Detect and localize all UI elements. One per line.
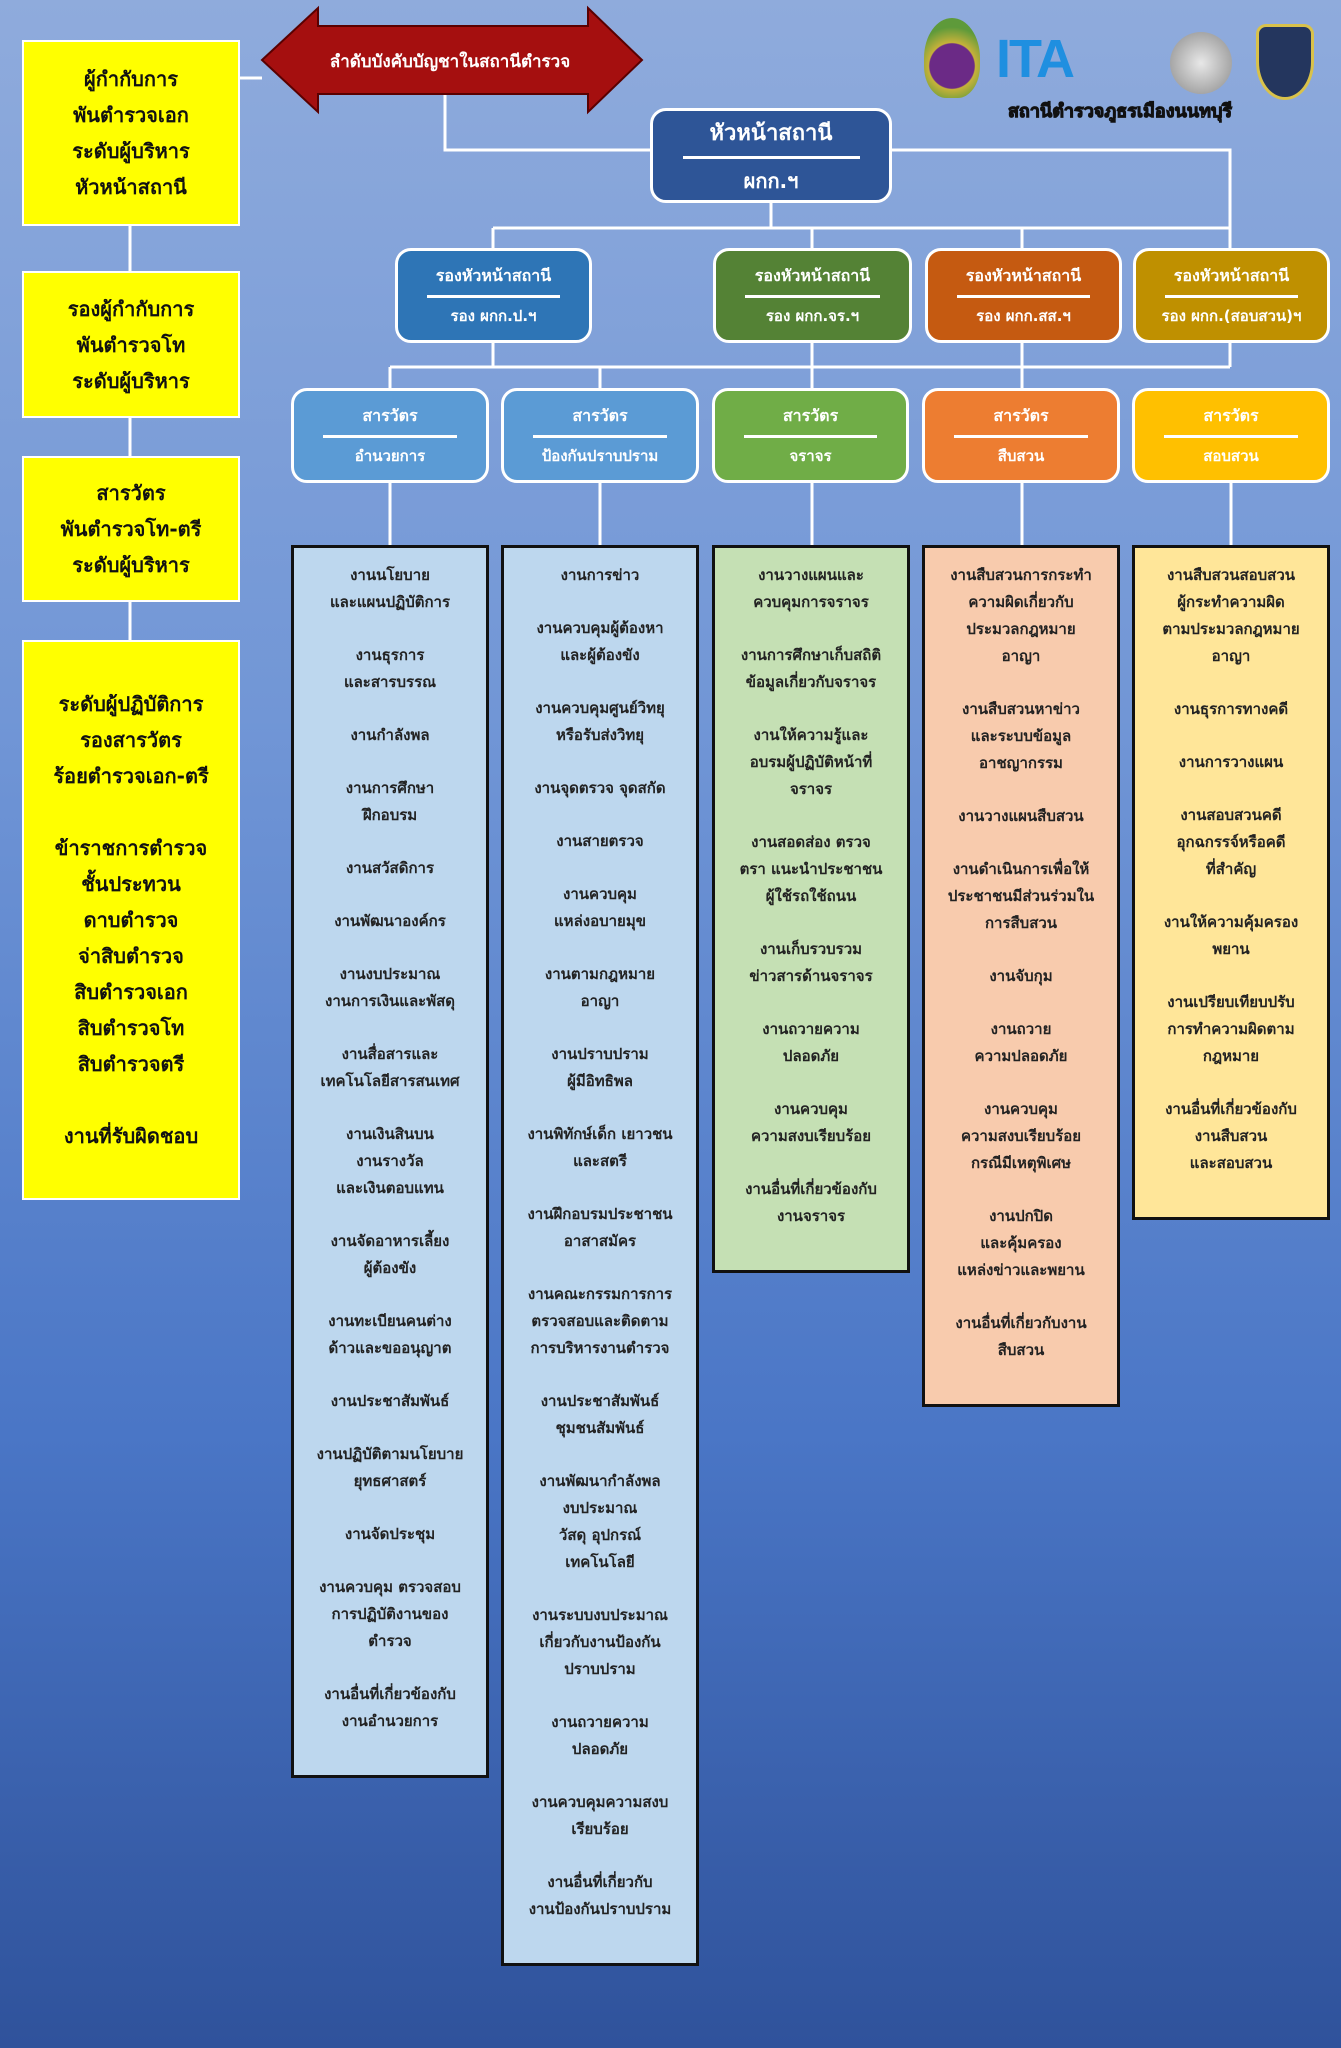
duty-item: งานประชาสัมพันธ์ ชุมชนสัมพันธ์ [540, 1392, 660, 1437]
duty-item: งานเงินสินบน งานรางวัล และเงินตอบแทน [336, 1125, 444, 1197]
duty-list-investigation: งานสืบสวนการกระทำ ความผิดเกี่ยวกับ ประมว… [922, 545, 1120, 1407]
station-name: สถานีตำรวจภูธรเมืองนนทบุรี [1007, 101, 1233, 123]
duty-item: งานสวัสดิการ [345, 859, 435, 877]
duty-item: งานสืบสวนสอบสวน ผู้กระทำความผิด ตามประมว… [1162, 566, 1300, 665]
duty-item: งานการข่าว [560, 566, 640, 584]
deputy-box-admin: รองหัวหน้าสถานีรอง ผกก.ป.ฯ [395, 248, 592, 343]
duty-item: งานเก็บรวบรวม ข่าวสารด้านจราจร [749, 940, 873, 985]
duty-item: งานถวายความ ปลอดภัย [762, 1020, 860, 1065]
rank-box-superintendent: ผู้กำกับการ พันตำรวจเอก ระดับผู้บริหาร ห… [22, 40, 240, 226]
duty-item: งานกำลังพล [350, 726, 430, 744]
duty-item: งานถวาย ความปลอดภัย [974, 1020, 1068, 1065]
duty-item: งานจัดประชุม [344, 1525, 436, 1543]
duty-item: งานธุรการ และสารบรรณ [343, 646, 437, 691]
police-emblem-logo [924, 18, 980, 98]
duty-item: งานควบคุมผู้ต้องหา และผู้ต้องขัง [536, 619, 664, 664]
duty-item: งานควบคุมศูนย์วิทยุ หรือรับส่งวิทยุ [535, 699, 665, 744]
duty-item: งานฝึกอบรมประชาชน อาสาสมัคร [527, 1205, 673, 1250]
duty-item: งานอื่นที่เกี่ยวข้องกับ งานสืบสวน และสอบ… [1165, 1100, 1297, 1172]
rank-box-operational: ระดับผู้ปฏิบัติการ รองสารวัตร ร้อยตำรวจเ… [22, 640, 240, 1200]
duty-list-traffic: งานวางแผนและ ควบคุมการจราจรงานการศึกษาเก… [712, 545, 910, 1273]
inspector-box-inquiry: สารวัตรสอบสวน [1132, 388, 1330, 483]
hierarchy-arrow [260, 5, 644, 115]
rank-box-inspector: สารวัตร พันตำรวจโท-ตรี ระดับผู้บริหาร [22, 456, 240, 602]
nonsee-police-badge [1256, 24, 1314, 100]
logos: ITA [920, 10, 1320, 100]
duty-item: งานควบคุม ความสงบเรียบร้อย กรณีมีเหตุพิเ… [960, 1100, 1082, 1172]
police-shield-logo [1170, 32, 1232, 94]
deputy-box-inquiry: รองหัวหน้าสถานีรอง ผกก.(สอบสวน)ฯ [1133, 248, 1330, 343]
duty-item: งานสื่อสารและ เทคโนโลยีสารสนเทศ [320, 1045, 460, 1090]
duty-item: งานงบประมาณ งานการเงินและพัสดุ [325, 965, 455, 1010]
duty-item: งานควบคุม ตรวจสอบ การปฏิบัติงานของ ตำรวจ [319, 1578, 461, 1650]
duty-item: งานคณะกรรมการการ ตรวจสอบและติดตาม การบริ… [527, 1285, 673, 1357]
duty-item: งานควบคุม แหล่งอบายมุข [554, 885, 646, 930]
duty-list-admin: งานนโยบาย และแผนปฏิบัติการงานธุรการ และส… [291, 545, 489, 1778]
hierarchy-arrow-label: ลำดับบังคับบัญชาในสถานีตำรวจ [329, 52, 571, 72]
duty-item: งานการวางแผน [1178, 753, 1284, 771]
duty-item: งานการศึกษา ฝึกอบรม [345, 779, 435, 824]
duty-item: งานประชาสัมพันธ์ [330, 1392, 450, 1410]
ita-logo: ITA [996, 29, 1075, 89]
duty-item: งานธุรการทางคดี [1173, 700, 1289, 718]
deputy-box-investigation: รองหัวหน้าสถานีรอง ผกก.สส.ฯ [925, 248, 1122, 343]
inspector-box-admin: สารวัตรอำนวยการ [291, 388, 489, 483]
duty-item: งานสืบสวนหาข่าว และระบบข้อมูล อาชญากรรม [962, 700, 1080, 772]
duty-list-prevention: งานการข่าวงานควบคุมผู้ต้องหา และผู้ต้องข… [501, 545, 699, 1966]
duty-item: งานควบคุม ความสงบเรียบร้อย [750, 1100, 872, 1145]
duty-item: งานควบคุมความสงบ เรียบร้อย [531, 1793, 669, 1838]
rank-box-deputy: รองผู้กำกับการ พันตำรวจโท ระดับผู้บริหาร [22, 271, 240, 418]
duty-item: งานเปรียบเทียบปรับ การทำความผิดตาม กฎหมา… [1167, 993, 1295, 1065]
duty-item: งานถวายความ ปลอดภัย [551, 1713, 649, 1758]
duty-item: งานระบบงบประมาณ เกี่ยวกับงานป้องกัน ปราบ… [532, 1606, 668, 1678]
duty-item: งานการศึกษาเก็บสถิติ ข้อมูลเกี่ยวกับจราจ… [740, 646, 882, 691]
duty-item: งานพัฒนาองค์กร [334, 912, 446, 930]
duty-item: งานสืบสวนการกระทำ ความผิดเกี่ยวกับ ประมว… [950, 566, 1092, 665]
inspector-box-prevention: สารวัตรป้องกันปราบปราม [501, 388, 699, 483]
duty-item: งานวางแผนสืบสวน [958, 807, 1084, 825]
inspector-box-investigation: สารวัตรสืบสวน [922, 388, 1120, 483]
duty-item: งานอื่นที่เกี่ยวกับงาน สืบสวน [955, 1314, 1087, 1359]
duty-item: งานจับกุม [989, 967, 1053, 985]
duty-item: งานนโยบาย และแผนปฏิบัติการ [329, 566, 451, 611]
duty-item: งานสายตรวจ [556, 832, 644, 850]
duty-item: งานดำเนินการเพื่อให้ ประชาชนมีส่วนร่วมใน… [947, 860, 1095, 932]
duty-item: งานอื่นที่เกี่ยวข้องกับ งานอำนวยการ [324, 1685, 456, 1730]
duty-item: งานปราบปราม ผู้มีอิทธิพล [551, 1045, 649, 1090]
duty-item: งานพัฒนากำลังพล งบประมาณ วัสดุ อุปกรณ์ เ… [539, 1472, 661, 1571]
inspector-box-traffic: สารวัตรจราจร [712, 388, 909, 483]
duty-item: งานอื่นที่เกี่ยวกับ งานป้องกันปราบปราม [528, 1873, 672, 1918]
duty-item: งานจัดอาหารเลี้ยง ผู้ต้องขัง [330, 1232, 450, 1277]
duty-item: งานอื่นที่เกี่ยวข้องกับ งานจราจร [745, 1180, 877, 1225]
deputy-box-traffic: รองหัวหน้าสถานีรอง ผกก.จร.ฯ [713, 248, 912, 343]
duty-item: งานปกปิด และคุ้มครอง แหล่งข่าวและพยาน [957, 1207, 1085, 1279]
head-box: หัวหน้าสถานี ผกก.ฯ [650, 108, 892, 203]
duty-item: งานจุดตรวจ จุดสกัด [534, 779, 666, 797]
duty-item: งานปฏิบัติตามนโยบาย ยุทธศาสตร์ [316, 1445, 464, 1490]
duty-item: งานสอบสวนคดี อุกฉกรรจ์หรือคดี ที่สำคัญ [1176, 806, 1286, 878]
duty-item: งานให้ความรู้และ อบรมผู้ปฏิบัติหน้าที่ จ… [749, 726, 873, 798]
duty-item: งานตามกฎหมาย อาญา [544, 965, 656, 1010]
duty-item: งานวางแผนและ ควบคุมการจราจร [753, 566, 869, 611]
duty-item: งานทะเบียนคนต่าง ด้าวและขออนุญาต [328, 1312, 452, 1357]
duty-item: งานสอดส่อง ตรวจ ตรา แนะนำประชาชน ผู้ใช้ร… [739, 833, 883, 905]
duty-item: งานให้ความคุ้มครอง พยาน [1163, 913, 1299, 958]
duty-list-inquiry: งานสืบสวนสอบสวน ผู้กระทำความผิด ตามประมว… [1132, 545, 1330, 1220]
duty-item: งานพิทักษ์เด็ก เยาวชน และสตรี [527, 1125, 673, 1170]
